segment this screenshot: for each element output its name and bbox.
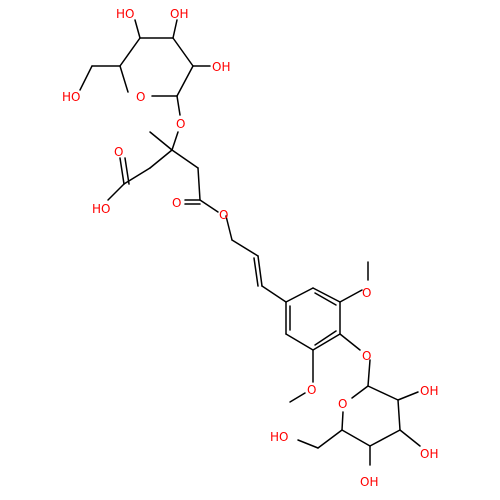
upper-methoxy-oxygen-label: O bbox=[362, 286, 371, 300]
ester-oxygen-label: O bbox=[219, 208, 228, 222]
bottom-hydroxymethyl-label: HO bbox=[270, 430, 288, 444]
top-hydroxymethyl-label: HO bbox=[62, 90, 80, 104]
bottom-ring-hydroxyl-label: OH bbox=[360, 475, 378, 489]
bottom-ring-oxygen-label: O bbox=[338, 397, 347, 411]
top-ring-hydroxyl-label: OH bbox=[212, 60, 230, 74]
lower-methoxy-oxygen-label: O bbox=[307, 383, 316, 397]
acid-carbonyl-oxygen-label: O bbox=[114, 145, 123, 159]
atom-labels: HO OH OH O HO O O HO O O O O O O OH OH O… bbox=[62, 7, 438, 489]
top-ring-hydroxyl-label: HO bbox=[116, 7, 134, 21]
bond-skeleton bbox=[79, 19, 421, 466]
top-glycosidic-oxygen-label: O bbox=[176, 117, 185, 131]
ester-carbonyl-oxygen-label: O bbox=[172, 196, 181, 210]
bottom-ring-hydroxyl-label: OH bbox=[420, 447, 438, 461]
acid-hydroxyl-label: HO bbox=[92, 202, 110, 216]
top-ring-hydroxyl-label: OH bbox=[170, 7, 188, 21]
aryl-glycosidic-oxygen-label: O bbox=[362, 349, 371, 363]
bottom-ring-hydroxyl-label: OH bbox=[420, 384, 438, 398]
top-ring-oxygen-label: O bbox=[136, 90, 145, 104]
